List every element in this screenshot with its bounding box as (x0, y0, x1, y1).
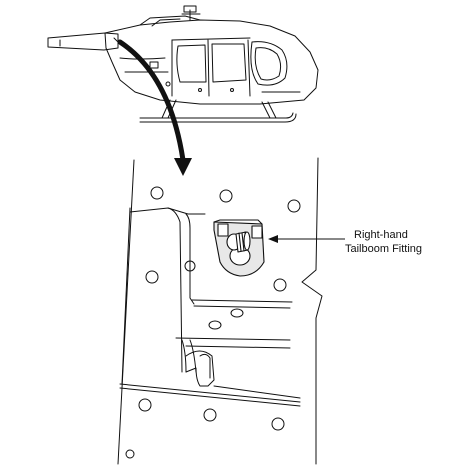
middle-seam (175, 337, 291, 341)
rivet (208, 320, 222, 330)
callout-line-2: Tailboom Fitting (345, 243, 422, 255)
callout-line-1: Right-hand (354, 229, 408, 241)
fuselage (104, 19, 319, 105)
detail-view (117, 157, 323, 465)
indicator-arrow (117, 39, 192, 176)
nose-window (250, 41, 288, 86)
cabin-window-2 (211, 43, 247, 83)
callout-leader (268, 235, 345, 243)
rivet (287, 199, 301, 213)
cabin-window-1 (176, 44, 207, 83)
detail-right-edge (301, 157, 323, 465)
helicopter-illustration (47, 5, 319, 123)
rivet (138, 398, 152, 412)
rivet (230, 308, 244, 318)
upper-seam (191, 299, 293, 303)
rivet (184, 260, 196, 272)
rivet (125, 449, 135, 459)
rivet (150, 186, 164, 200)
rivet (145, 270, 159, 284)
skid-strut-front (261, 101, 271, 119)
rivet (203, 408, 217, 422)
channel-detail (185, 350, 215, 387)
landing-skid (139, 113, 297, 123)
rivet (219, 189, 233, 203)
lower-seam (119, 383, 301, 403)
tail-boom (47, 32, 119, 51)
fitting-bolt (226, 231, 251, 253)
rivet (271, 417, 285, 431)
callout-label: Right-hand Tailboom Fitting (345, 229, 422, 255)
detail-left-edge (117, 159, 135, 465)
rivet (273, 278, 287, 292)
tailboom-fitting (213, 219, 265, 277)
